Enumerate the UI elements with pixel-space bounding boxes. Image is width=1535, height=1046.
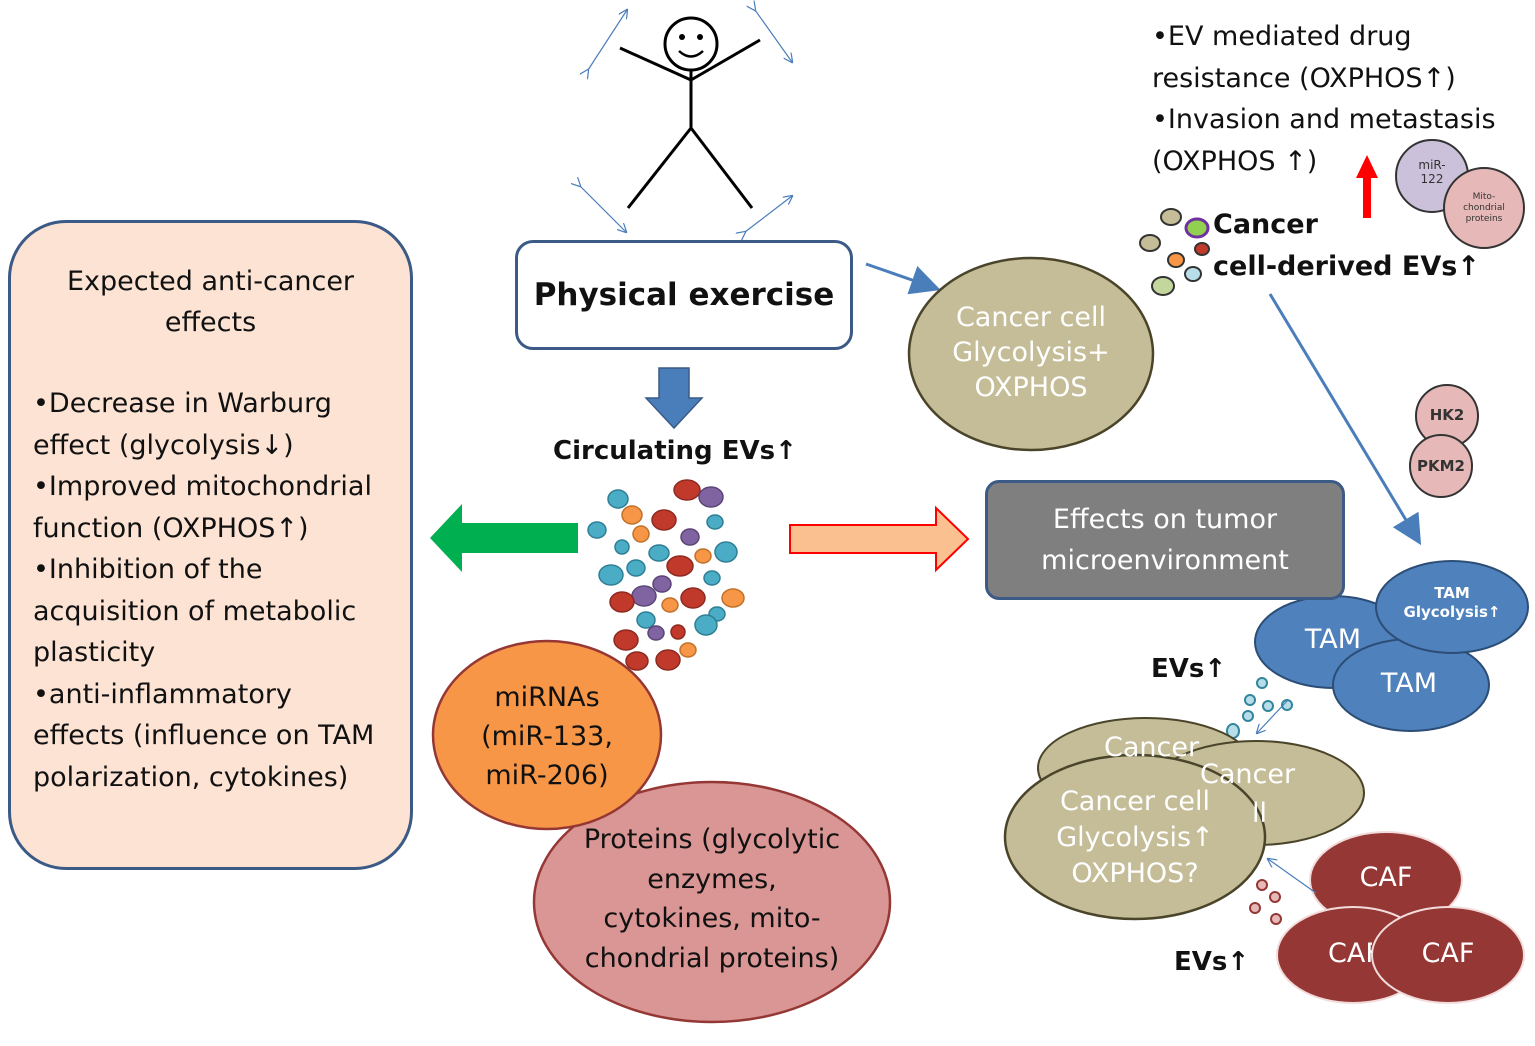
- cancer-front-line: OXPHOS?: [1071, 858, 1199, 889]
- top-right-line: •EV mediated drug: [1152, 21, 1412, 52]
- proteins-line: Proteins (glycolytic: [583, 824, 841, 855]
- mito-line: proteins: [1465, 214, 1503, 224]
- effects-item: •anti-inflammatory: [33, 678, 292, 710]
- tam-evs-label: EVs↑: [1151, 654, 1227, 684]
- cancer-evs-line: Cancer: [1213, 209, 1318, 240]
- mirnas-line: miRNAs: [494, 682, 600, 713]
- mirnas-text: miRNAs (miR-133, miR-206): [450, 678, 644, 795]
- exercise-to-cancer-arrow: [865, 262, 941, 295]
- effects-title-line: Expected anti-cancer: [66, 266, 355, 297]
- left-green-arrow-icon: [430, 504, 578, 572]
- tme-line: Effects on tumor: [1052, 504, 1278, 535]
- pkm2-label: PKM2: [1417, 457, 1465, 475]
- mirnas-ellipse: [431, 639, 663, 831]
- motion-arrows-icon: [580, 10, 792, 232]
- circulating-evs-cluster: [587, 479, 745, 671]
- hk2-label: HK2: [1429, 406, 1465, 424]
- effects-item: polarization, cytokines): [33, 761, 349, 793]
- mirnas-line: miR-206): [485, 760, 609, 791]
- top-right-line: •Invasion and metastasis: [1152, 104, 1496, 135]
- cancer-cell-top-line: Glycolysis+: [952, 337, 1110, 368]
- cancer-mid-tail-label: ll: [1252, 798, 1268, 829]
- cancer-cell-top-line: Cancer cell: [955, 302, 1107, 333]
- tumor-microenvironment-box: Effects on tumor microenvironment: [985, 480, 1345, 600]
- proteins-line: cytokines, mito-: [603, 903, 821, 934]
- effects-item: •Inhibition of the: [33, 554, 263, 585]
- tam-top-line: Glycolysis↑: [1403, 603, 1501, 621]
- mito-proteins-circle: [1443, 167, 1525, 249]
- cancer-evs-line: cell-derived EVs↑: [1213, 251, 1480, 282]
- tam-to-cancer-arrow: [1257, 699, 1289, 733]
- caf-top-label: CAF: [1359, 862, 1413, 893]
- effects-item: •Improved mitochondrial: [33, 471, 372, 502]
- cancer-mid-label: Cancer: [1200, 759, 1296, 790]
- mito-line: chondrial: [1463, 203, 1505, 213]
- caf-to-cancer-arrow: [1268, 859, 1317, 894]
- cancer-cell-top-text: Cancer cell Glycolysis+ OXPHOS: [930, 300, 1132, 405]
- tam-evs-cluster: [1226, 677, 1293, 739]
- effects-item: plasticity: [33, 637, 156, 668]
- caf-right-label: CAF: [1421, 938, 1475, 969]
- cancer-evs-cluster: [1139, 208, 1210, 296]
- effects-item: function (OXPHOS↑): [33, 512, 309, 544]
- down-arrow-icon: [644, 367, 704, 430]
- mir122-label: miR- 122: [1407, 158, 1457, 186]
- effects-item: •Decrease in Warburg: [33, 388, 332, 419]
- effects-title: Expected anti-cancer effects: [11, 261, 410, 343]
- mir122-line: 122: [1420, 172, 1444, 186]
- caf-right-ellipse: [1371, 906, 1525, 1004]
- circulating-evs-label: Circulating EVs↑: [553, 436, 797, 466]
- caf-evs-cluster: [1249, 879, 1282, 925]
- proteins-ellipse: [532, 780, 892, 1024]
- tam-right-label: TAM: [1380, 668, 1438, 699]
- tam-top-line: TAM: [1434, 584, 1470, 602]
- mirnas-line: (miR-133,: [481, 721, 613, 752]
- expected-effects-box: Expected anti-cancer effects •Decrease i…: [8, 220, 413, 870]
- cancer-cell-top-line: OXPHOS: [974, 372, 1088, 403]
- caf-evs-label: EVs↑: [1174, 947, 1250, 977]
- proteins-line: chondrial proteins): [584, 942, 840, 974]
- physical-exercise-box: Physical exercise: [515, 240, 853, 350]
- proteins-line: enzymes,: [647, 863, 777, 895]
- stick-figure-icon: [619, 16, 761, 209]
- cancer-front-label: Cancer cell Glycolysis↑ OXPHOS?: [1035, 784, 1235, 892]
- cancer-cell-top-ellipse: [907, 256, 1155, 452]
- top-right-line: (OXPHOS ↑): [1152, 145, 1318, 177]
- cancer-front-line: Cancer cell: [1059, 786, 1211, 817]
- mito-line: Mito-: [1472, 192, 1496, 202]
- top-right-line: resistance (OXPHOS↑): [1152, 62, 1456, 94]
- tme-line: microenvironment: [1041, 545, 1289, 576]
- tam-left-label: TAM: [1304, 624, 1362, 655]
- effects-item: effect (glycolysis↓): [33, 429, 294, 461]
- top-right-effects-text: •EV mediated drug resistance (OXPHOS↑) •…: [1152, 16, 1496, 182]
- cancer-front-line: Glycolysis↑: [1056, 822, 1214, 853]
- cancer-back-label: Cancer: [1104, 732, 1200, 763]
- red-up-arrow-icon: [1356, 155, 1378, 218]
- effects-item: acquisition of metabolic: [33, 595, 357, 627]
- effects-item: effects (influence on TAM: [33, 720, 375, 751]
- caf-left-label: CAF: [1328, 938, 1372, 969]
- evs-to-tam-arrow: [1268, 293, 1422, 546]
- physical-exercise-label: Physical exercise: [533, 277, 835, 313]
- cancer-evs-label: Cancer cell-derived EVs↑: [1213, 204, 1480, 288]
- pkm2-circle: [1409, 434, 1473, 498]
- mito-proteins-label: Mito- chondrial proteins: [1452, 192, 1516, 225]
- right-orange-arrow-icon: [789, 505, 970, 573]
- tam-top-ellipse: [1375, 560, 1529, 654]
- mir122-line: miR-: [1418, 158, 1446, 172]
- effects-title-line: effects: [164, 307, 257, 338]
- proteins-text: Proteins (glycolytic enzymes, cytokines,…: [555, 820, 869, 978]
- effects-list: •Decrease in Warburg effect (glycolysis↓…: [33, 383, 405, 798]
- cancer-front-ellipse: [1003, 753, 1267, 921]
- tam-top-label: TAM Glycolysis↑: [1383, 584, 1521, 622]
